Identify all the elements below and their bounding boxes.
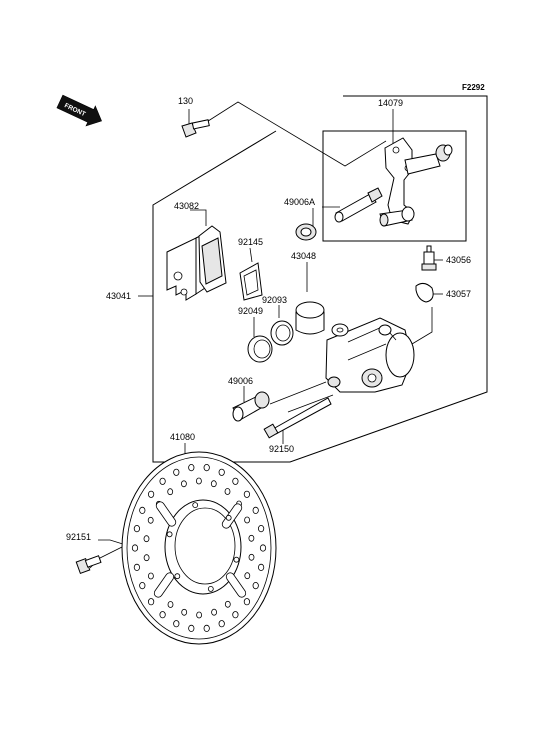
disc-hole xyxy=(159,477,166,485)
disc-hole xyxy=(148,490,155,498)
disc-hole xyxy=(218,468,225,476)
disc-slot xyxy=(155,501,177,527)
label-130: 130 xyxy=(178,96,193,106)
part-43048-piston xyxy=(295,301,325,335)
disc-hole xyxy=(188,624,195,633)
part-49006-boot xyxy=(232,391,270,422)
disc-hole xyxy=(181,608,188,616)
disc-hole xyxy=(147,572,154,580)
part-92151-disc-bolt xyxy=(75,555,102,574)
disc-hole xyxy=(210,480,217,488)
disc-slot xyxy=(225,572,247,598)
disc-hole xyxy=(232,477,239,485)
disc-hole xyxy=(196,611,203,619)
label-92145: 92145 xyxy=(238,237,263,247)
label-92049: 92049 xyxy=(238,306,263,316)
part-14079-bracket xyxy=(334,137,453,227)
label-92150: 92150 xyxy=(269,444,294,454)
disc-hole xyxy=(248,534,255,542)
disc-hole xyxy=(139,581,146,590)
disc-hole xyxy=(243,490,250,498)
caliper-body xyxy=(325,317,415,393)
label-14079: 14079 xyxy=(378,98,403,108)
disc-mount-hole xyxy=(174,573,181,580)
disc-hole xyxy=(252,581,259,590)
disc-hole xyxy=(148,598,155,606)
disc-hole xyxy=(173,620,180,628)
disc-hole xyxy=(224,488,231,495)
label-43048: 43048 xyxy=(291,251,316,261)
label-92093: 92093 xyxy=(262,295,287,305)
disc-hole xyxy=(257,524,265,533)
front-arrow-icon: FRONT xyxy=(56,94,102,127)
disc-slot xyxy=(153,572,175,598)
disc-hole xyxy=(232,611,239,619)
disc-hole xyxy=(257,563,265,572)
part-41080-brake-disc xyxy=(121,451,277,645)
diagram-code: F2292 xyxy=(462,83,485,92)
part-92093-seal xyxy=(270,320,294,346)
disc-hole xyxy=(188,463,195,472)
disc-hole xyxy=(203,624,210,633)
disc-hole xyxy=(211,608,218,616)
disc-hole xyxy=(143,554,150,562)
disc-hole xyxy=(218,620,225,628)
part-43056-bleeder xyxy=(421,245,437,271)
label-49006: 49006 xyxy=(228,376,253,386)
part-43082-brake-pads xyxy=(166,225,227,301)
disc-hole xyxy=(167,601,174,608)
part-43057-cap xyxy=(415,282,434,303)
disc-mount-hole xyxy=(192,502,199,509)
part-49006A-boot xyxy=(295,223,317,241)
disc-hole xyxy=(133,563,140,572)
disc-hole xyxy=(133,524,140,533)
disc-hole xyxy=(243,598,250,606)
disc-hole xyxy=(244,516,251,524)
disc-hole xyxy=(173,468,180,476)
disc-hole xyxy=(159,611,166,619)
label-43082: 43082 xyxy=(174,201,199,211)
disc-hole xyxy=(195,477,202,485)
disc-hole xyxy=(143,535,150,543)
disc-hole xyxy=(224,600,231,608)
disc-mount-hole xyxy=(233,556,240,563)
disc-hole xyxy=(167,488,174,496)
disc-hole xyxy=(252,506,259,514)
label-92151: 92151 xyxy=(66,532,91,542)
disc-hole xyxy=(131,544,139,552)
disc-hole xyxy=(244,572,251,580)
disc-hole xyxy=(139,506,146,514)
disc-hole xyxy=(259,544,267,552)
disc-hole xyxy=(248,553,255,561)
disc-hole xyxy=(203,463,210,472)
disc-slot xyxy=(221,503,243,529)
label-43041: 43041 xyxy=(106,291,131,301)
disc-hole xyxy=(147,516,154,524)
part-92150-pin xyxy=(263,397,332,439)
caliper-assembly-frame xyxy=(152,95,488,463)
label-49006A: 49006A xyxy=(284,197,315,207)
disc-mount-hole xyxy=(225,514,232,521)
disc-mount-hole xyxy=(166,531,173,538)
label-41080: 41080 xyxy=(170,432,195,442)
leader-lines xyxy=(89,101,443,569)
label-43056: 43056 xyxy=(446,255,471,265)
label-43057: 43057 xyxy=(446,289,471,299)
disc-mount-hole xyxy=(207,586,214,592)
disc-hole xyxy=(180,480,187,488)
part-130-bolt xyxy=(181,119,210,138)
part-92049-dust-seal xyxy=(247,335,273,363)
part-92145-pad-spring xyxy=(239,262,263,301)
bracket-subframe xyxy=(322,130,467,242)
